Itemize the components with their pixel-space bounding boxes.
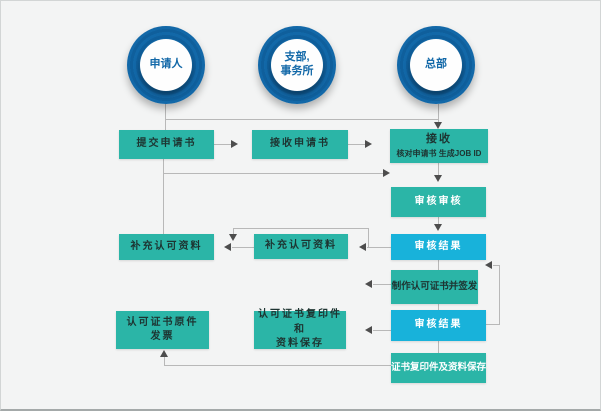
connector-result-to-make <box>438 260 439 270</box>
lane-label-applicant: 申请人 <box>149 58 183 71</box>
node-copy-certificate-line2: 资料保存 <box>276 338 324 350</box>
arrow-left-make-icon <box>365 280 372 288</box>
connector-make-to-result2 <box>438 304 439 310</box>
lane-label-branch-line1: 支部, <box>284 51 310 64</box>
arrow-left-result2-icon <box>365 326 372 334</box>
arrow-left-result-to-branch-icon <box>359 243 366 251</box>
node-copy-certificate: 认可证书复印件和 资料保存 <box>254 309 346 350</box>
connector-make-left <box>373 284 391 285</box>
connector-result-to-branch-supplement <box>367 247 391 248</box>
arrow-down-bypass-icon <box>229 234 237 241</box>
node-submit-application-label: 提交申请书 <box>136 138 197 150</box>
connector-result2-left <box>373 330 391 331</box>
connector-circle3-to-receive-check <box>438 104 439 124</box>
arrow-down-review-to-result-icon <box>434 224 442 231</box>
lane-label-headquarters: 总部 <box>425 58 447 71</box>
node-review-result-bottom-label: 审核结果 <box>414 319 463 331</box>
node-copy-and-store-label: 证书复印件及资料保存 <box>391 362 487 374</box>
arrow-right-receive-to-check-icon <box>365 140 372 148</box>
connector-receive-to-check <box>348 144 366 145</box>
arrow-left-branch-to-applicant-icon <box>224 243 231 251</box>
connector-circle1-to-submit <box>165 104 166 130</box>
connector-branch-to-applicant-supplement <box>232 247 254 248</box>
connector-store-vertical <box>164 356 165 365</box>
lane-circle-branch: 支部, 事务所 <box>258 26 336 104</box>
node-supplement-applicant-label: 补充认可资料 <box>130 240 203 252</box>
node-receive-check: 接收 核对申请书 生成JOB ID <box>390 129 488 163</box>
arrow-up-into-original-icon <box>160 350 168 357</box>
connector-mid-horizontal <box>163 173 383 174</box>
connector-bypass-right-vertical <box>368 228 369 247</box>
node-copy-and-store: 证书复印件及资料保存 <box>391 353 486 383</box>
lane-circle-applicant-inner: 申请人 <box>140 39 192 91</box>
lane-circle-headquarters-inner: 总部 <box>410 39 462 91</box>
connector-rightloop-top <box>493 265 499 266</box>
node-receive-check-title: 接收 <box>426 133 452 146</box>
node-make-issue-certificate: 制作认可证书并签发 <box>391 270 478 304</box>
lane-circle-applicant: 申请人 <box>127 26 205 104</box>
node-review: 审核审核 <box>391 187 486 217</box>
lane-label-branch-line2: 事务所 <box>280 65 314 77</box>
arrow-right-submit-to-receive-icon <box>231 140 238 148</box>
node-submit-application: 提交申请书 <box>119 130 214 159</box>
node-supplement-applicant: 补充认可资料 <box>119 234 214 260</box>
node-review-result-top-label: 审核结果 <box>414 240 463 252</box>
node-original-certificate-line1: 认可证书原件 <box>126 316 199 328</box>
node-receive-application: 接收申请书 <box>252 130 348 159</box>
node-original-certificate: 认可证书原件 发票 <box>116 311 209 349</box>
connector-top-horizontal <box>165 119 439 120</box>
node-receive-application-label: 接收申请书 <box>270 138 330 150</box>
connector-rightloop-bottom <box>486 324 500 325</box>
node-review-label: 审核审核 <box>414 195 463 207</box>
connector-bypass-left-vertical <box>233 228 234 235</box>
connector-store-horizontal <box>164 365 391 366</box>
node-receive-check-subtitle: 核对申请书 生成JOB ID <box>396 149 482 159</box>
connector-submit-to-receive <box>214 144 232 145</box>
lane-label-branch: 支部, 事务所 <box>281 51 314 79</box>
node-supplement-branch-label: 补充认可资料 <box>265 240 337 252</box>
node-supplement-branch: 补充认可资料 <box>254 234 348 259</box>
lane-circle-headquarters: 总部 <box>397 26 475 104</box>
node-copy-certificate-line1: 认可证书复印件和 <box>258 309 342 335</box>
node-make-issue-certificate-label: 制作认可证书并签发 <box>391 281 478 293</box>
arrow-down-into-receive-check-icon <box>434 122 442 129</box>
lane-circle-branch-inner: 支部, 事务所 <box>271 39 323 91</box>
arrow-left-rightloop-icon <box>485 261 492 269</box>
arrow-right-mid-icon <box>383 169 390 177</box>
connector-bypass-horizontal <box>233 228 369 229</box>
node-review-result-top: 审核结果 <box>391 234 486 260</box>
connector-submit-down <box>163 159 164 234</box>
connector-result2-to-store <box>438 341 439 353</box>
connector-rightloop-vertical <box>499 265 500 325</box>
node-review-result-bottom: 审核结果 <box>391 310 486 341</box>
node-original-certificate-line2: 发票 <box>150 331 175 342</box>
arrow-down-check-to-review-icon <box>434 175 442 182</box>
connector-review-to-result <box>438 217 439 226</box>
connector-check-to-review <box>438 163 439 177</box>
